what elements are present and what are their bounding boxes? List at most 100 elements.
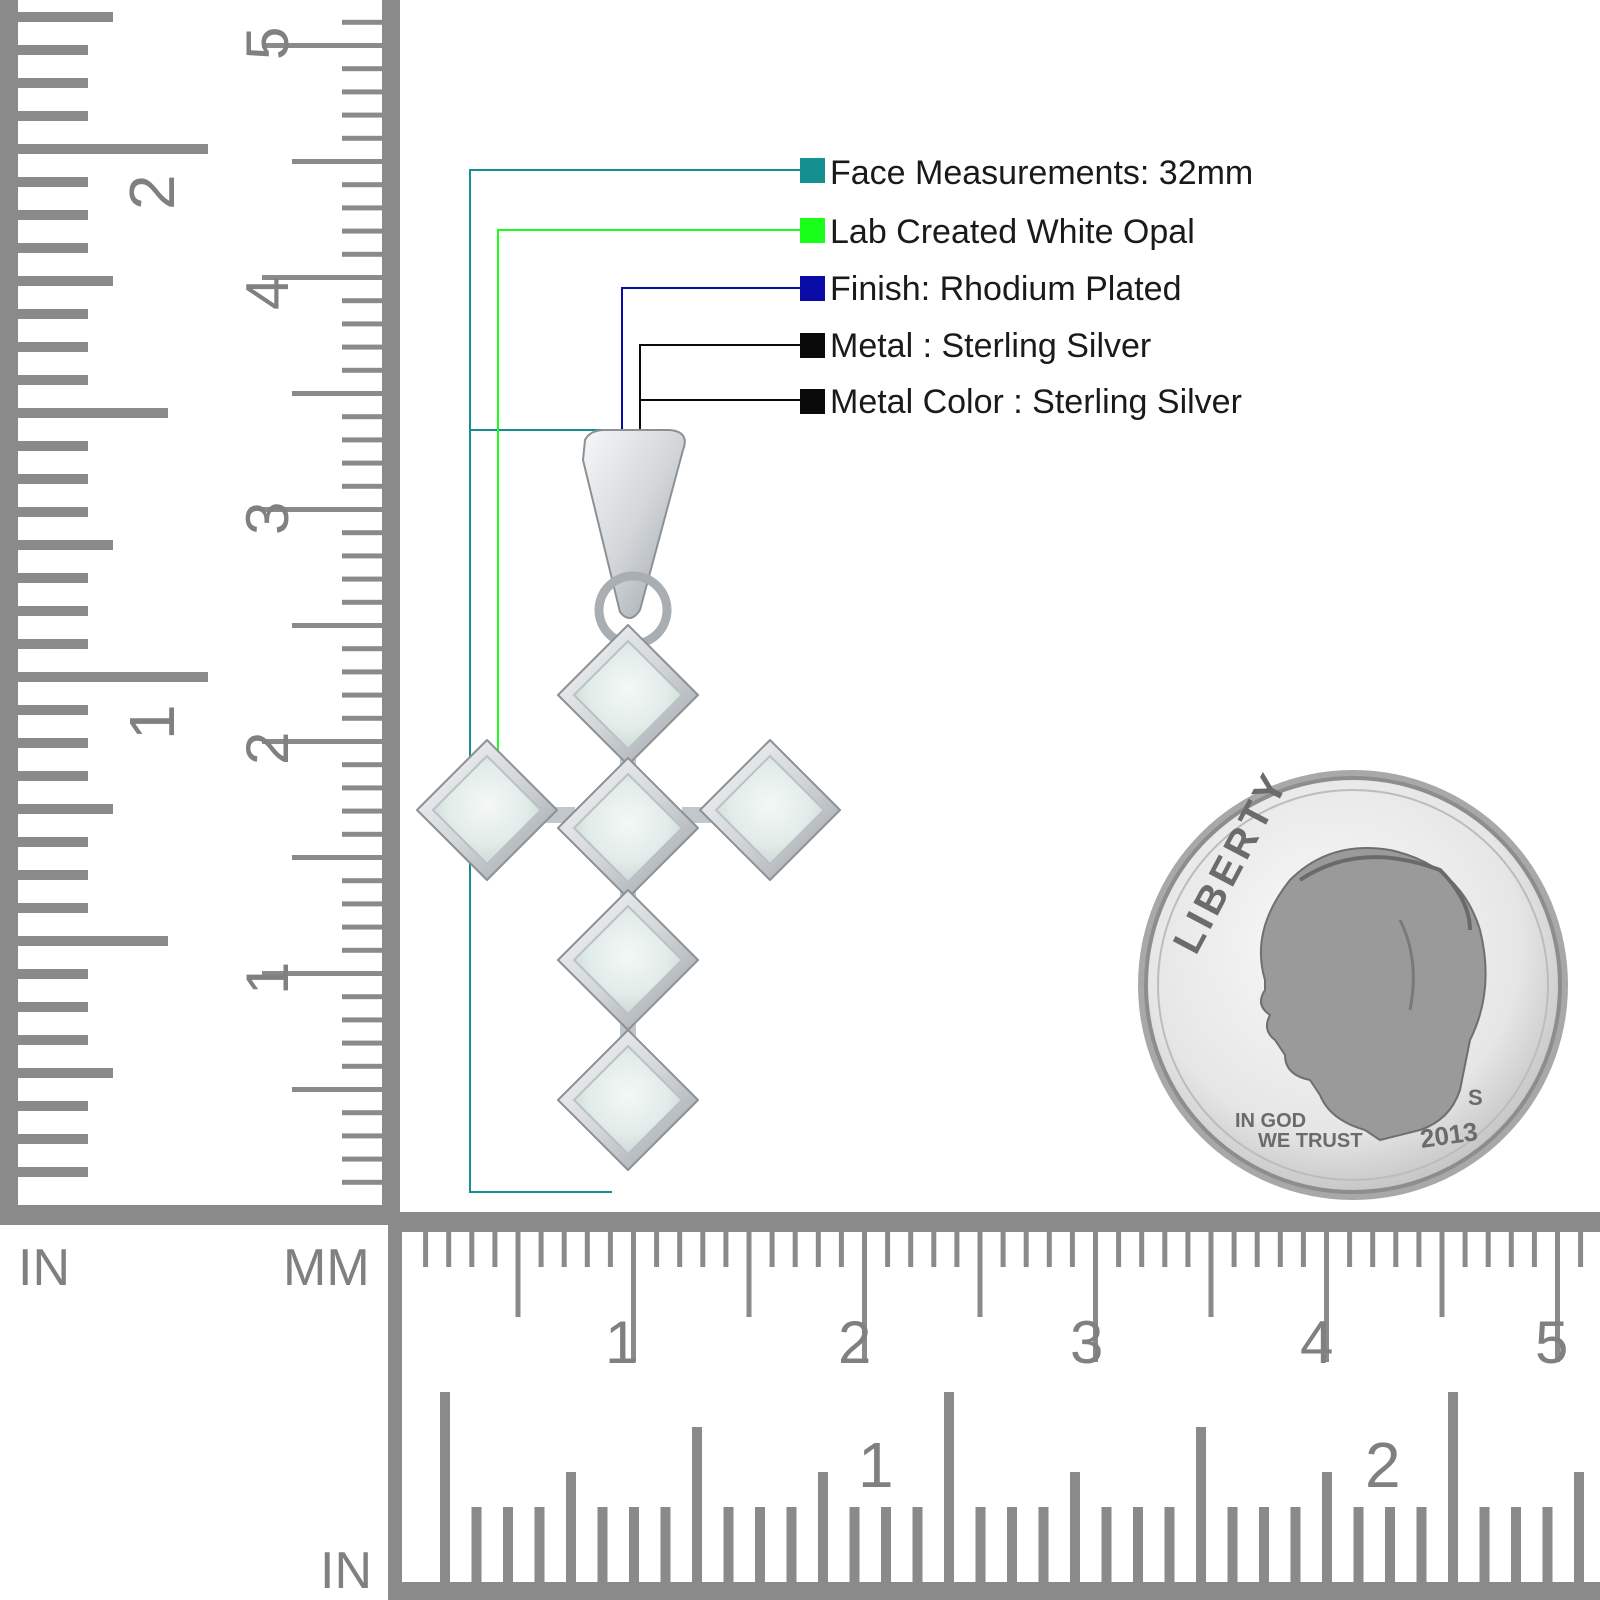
- mm-tick: [342, 669, 382, 675]
- mm-tick: [1162, 1232, 1168, 1267]
- inch-tick: [1259, 1507, 1269, 1582]
- inch-tick: [1101, 1507, 1112, 1582]
- mm-tick: [1116, 1232, 1122, 1267]
- left-cm-label: 3: [234, 501, 301, 535]
- mm-tick: [515, 1232, 521, 1317]
- legend-swatch-metal-color: [800, 389, 825, 414]
- inch-tick: [723, 1507, 734, 1582]
- bottom-cm-label: 5: [1535, 1309, 1569, 1376]
- legend-swatch-metal: [800, 333, 825, 358]
- inch-tick: [18, 804, 113, 814]
- inch-tick: [18, 969, 88, 979]
- inch-tick: [18, 705, 88, 715]
- left-inch-ticks: [18, 12, 208, 1177]
- inch-tick: [18, 408, 168, 418]
- inch-tick: [912, 1507, 923, 1582]
- mm-tick: [262, 43, 382, 48]
- inch-tick: [1070, 1472, 1080, 1582]
- left-mm-ticks: [262, 19, 382, 1185]
- inch-tick: [18, 210, 88, 220]
- mm-tick: [342, 321, 382, 327]
- opal-stone: [572, 1044, 684, 1156]
- inch-tick: [18, 309, 88, 319]
- cross-pendant: [416, 429, 841, 1171]
- mm-tick: [1231, 1232, 1237, 1267]
- inch-tick: [1448, 1392, 1458, 1582]
- inch-tick: [1164, 1507, 1175, 1582]
- inch-tick: [1542, 1507, 1553, 1582]
- mm-tick: [862, 1232, 867, 1362]
- mm-tick: [423, 1232, 429, 1267]
- legend-face-measurements: Face Measurements: 32mm: [830, 154, 1254, 192]
- mm-tick: [746, 1232, 752, 1317]
- inch-tick: [692, 1427, 702, 1582]
- bottom-mm-ticks: [423, 1232, 1584, 1362]
- mm-tick: [342, 298, 382, 304]
- mm-tick: [342, 437, 382, 443]
- bottom-ruler: [388, 1212, 1600, 1600]
- mm-tick: [1324, 1232, 1329, 1362]
- left-cm-label: 1: [234, 961, 301, 995]
- inch-tick: [18, 45, 88, 55]
- mm-tick: [469, 1232, 475, 1267]
- mm-tick: [342, 112, 382, 118]
- inch-tick: [18, 342, 88, 352]
- mm-tick: [292, 623, 382, 628]
- mm-tick: [654, 1232, 660, 1267]
- mm-tick: [1347, 1232, 1353, 1267]
- inch-tick: [1322, 1472, 1332, 1582]
- legend-swatch-opal: [800, 218, 825, 243]
- inch-tick: [18, 936, 168, 946]
- mm-tick: [792, 1232, 798, 1267]
- mm-tick: [342, 1156, 382, 1162]
- mm-tick: [677, 1232, 683, 1267]
- mm-tick: [1485, 1232, 1491, 1267]
- inch-tick: [18, 144, 208, 154]
- mm-tick: [1093, 1232, 1098, 1362]
- mm-tick: [908, 1232, 914, 1267]
- bail: [581, 429, 686, 619]
- mm-tick: [1439, 1232, 1445, 1317]
- opal-stone: [431, 754, 543, 866]
- left-cm-label: 2: [234, 731, 301, 765]
- mm-tick: [292, 855, 382, 860]
- inch-tick: [18, 738, 88, 748]
- dime-coin: [1138, 770, 1568, 1200]
- mm-tick: [342, 901, 382, 907]
- mm-tick: [342, 947, 382, 953]
- inch-tick: [1353, 1507, 1364, 1582]
- opal-stone: [714, 754, 826, 866]
- inch-tick: [18, 375, 88, 385]
- inch-tick: [18, 1134, 88, 1144]
- mm-tick: [1046, 1232, 1052, 1267]
- left-cm-label: 4: [234, 276, 301, 310]
- inch-tick: [18, 12, 113, 22]
- mm-tick: [1185, 1232, 1191, 1267]
- inch-tick: [18, 1101, 88, 1111]
- mm-tick: [561, 1232, 567, 1267]
- inch-tick: [534, 1507, 545, 1582]
- mm-tick: [977, 1232, 983, 1317]
- bottom-inch-label: 1: [858, 1429, 894, 1501]
- bottom-inch-label: 2: [1365, 1429, 1401, 1501]
- inch-tick: [597, 1507, 608, 1582]
- inch-tick: [18, 474, 88, 484]
- mm-tick: [342, 135, 382, 141]
- mm-tick: [1069, 1232, 1075, 1267]
- inch-tick: [18, 540, 113, 550]
- mm-tick: [342, 483, 382, 489]
- mm-tick: [342, 599, 382, 605]
- inch-tick: [18, 771, 88, 781]
- mm-tick: [538, 1232, 544, 1267]
- bottom-unit-label: IN: [320, 1542, 372, 1600]
- mm-tick: [342, 1063, 382, 1069]
- inch-tick: [18, 1002, 88, 1012]
- inch-tick: [1479, 1507, 1490, 1582]
- mm-tick: [342, 460, 382, 466]
- mm-tick: [342, 878, 382, 884]
- left-inch-label: 1: [116, 704, 188, 740]
- mm-tick: [342, 1110, 382, 1116]
- mm-tick: [1370, 1232, 1376, 1267]
- inch-tick: [18, 573, 88, 583]
- inch-tick: [786, 1507, 797, 1582]
